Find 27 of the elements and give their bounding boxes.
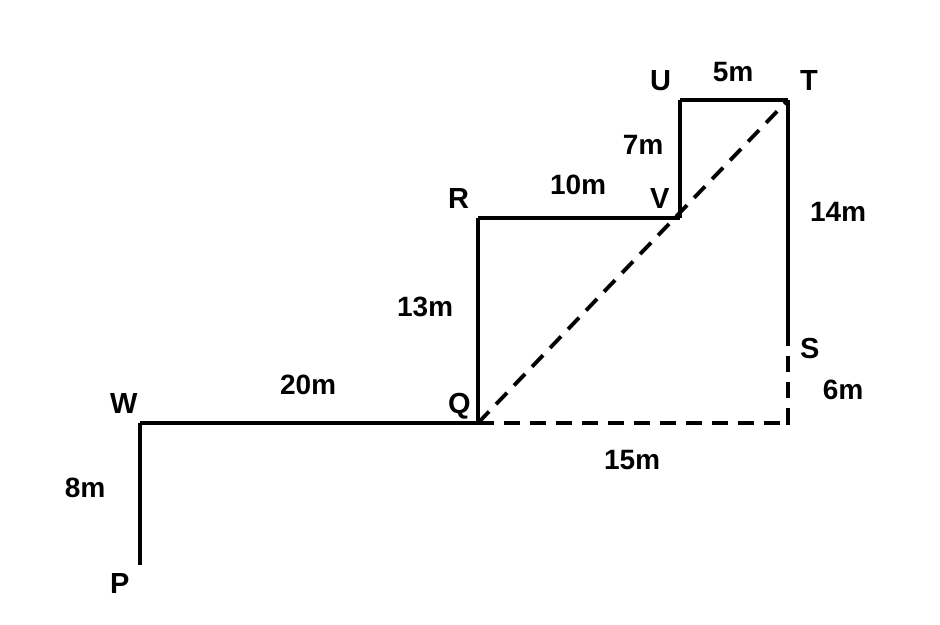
distance-label: 15m [604,445,660,475]
distance-label: 14m [810,197,866,227]
corner-point [786,421,790,425]
distance-label: 7m [622,130,664,160]
path-line [140,421,478,425]
point-label: V [646,184,680,218]
path-line [680,98,788,102]
path-line [476,98,790,424]
distance-label: 10m [550,170,606,200]
path-line [476,218,480,423]
distance-label: 13m [396,292,454,322]
distance-label: 20m [280,370,336,400]
point-label: W [106,389,140,423]
path-line [678,100,682,218]
distance-label: 8m [64,473,106,503]
distance-label: 6m [822,375,864,405]
point-label: S [788,330,822,364]
path-line [786,330,790,423]
point-label: T [788,66,822,100]
distance-label: 5m [712,57,754,87]
point-label: R [444,184,478,218]
point-label: U [646,66,680,100]
path-line [138,423,142,565]
point-label: Q [444,389,478,423]
path-line [786,100,790,330]
path-line [478,216,680,220]
point-label: P [106,565,140,599]
